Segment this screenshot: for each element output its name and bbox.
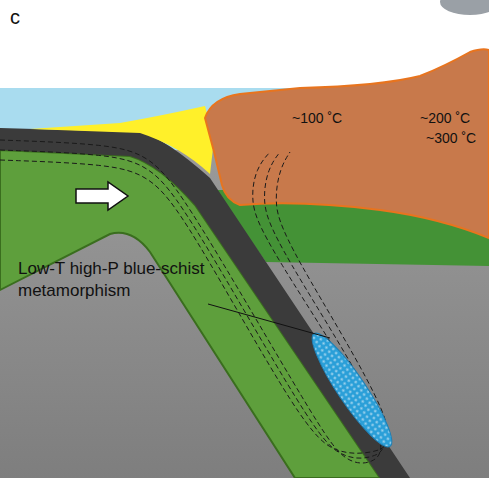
- panel-letter: c: [10, 6, 20, 29]
- isotherms: [0, 140, 388, 463]
- motion-arrow: [76, 182, 128, 210]
- isotherm-label: ~200 ˚C: [420, 110, 470, 126]
- continental-crust: [205, 49, 489, 238]
- isotherm: [0, 150, 384, 458]
- isotherm: [0, 140, 381, 463]
- isotherm: [0, 152, 388, 453]
- leader-line: [208, 304, 330, 338]
- accretionary-wedge: [30, 106, 214, 174]
- isotherm-label: ~100 ˚C: [292, 110, 342, 126]
- cloud: [440, 0, 489, 15]
- zone-label: Low-T high-P blue-schist metamorphism: [18, 258, 223, 302]
- isotherm-label: ~300 ˚C: [426, 130, 476, 146]
- blueschist-zone: [302, 326, 401, 454]
